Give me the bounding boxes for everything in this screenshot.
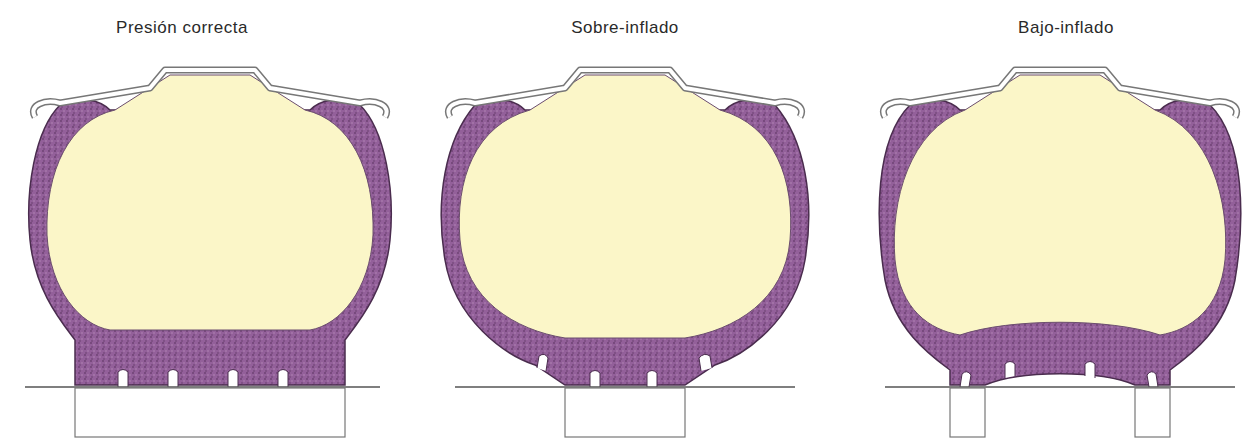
panel-caption: Presión correcta (116, 18, 248, 38)
tire-under-inflated (879, 70, 1241, 437)
panel-caption: Sobre-inflado (571, 18, 679, 38)
panel-caption: Bajo-inflado (1018, 18, 1114, 38)
tire-correct (25, 70, 391, 437)
tire-over-inflated (441, 70, 809, 437)
